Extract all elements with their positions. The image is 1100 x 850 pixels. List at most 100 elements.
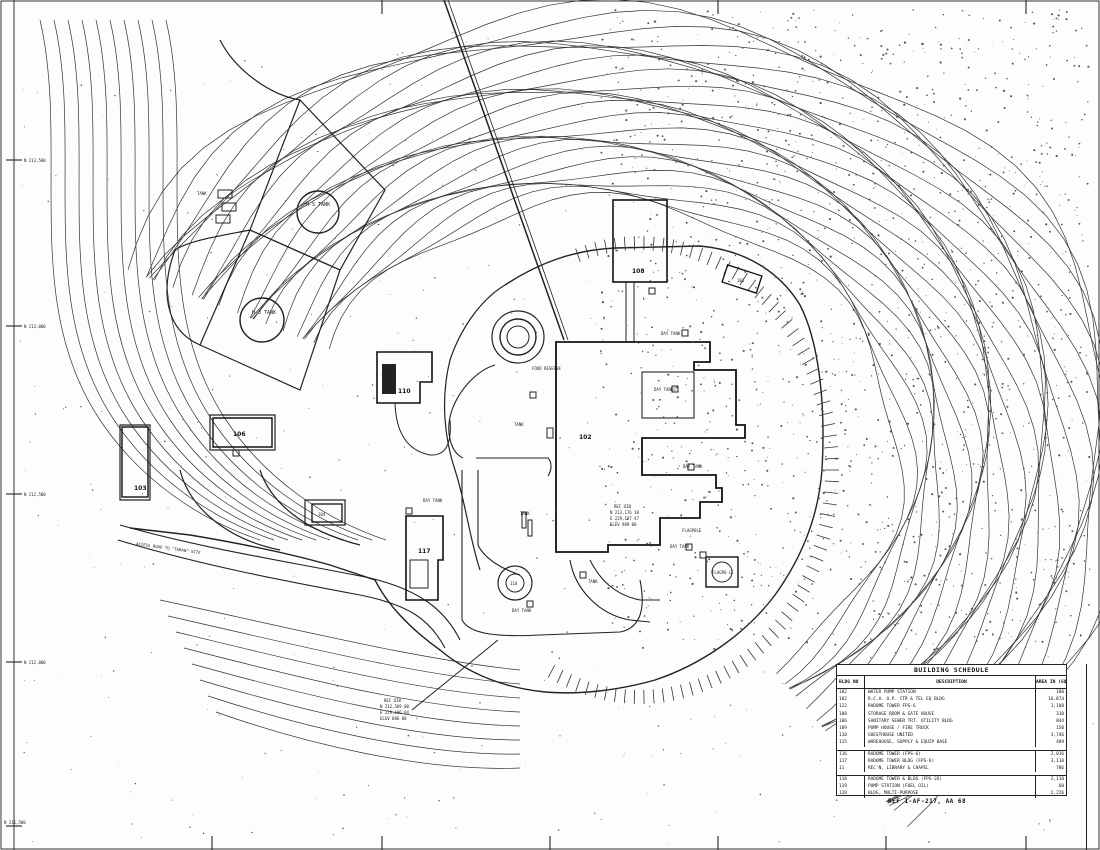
noise-dot (647, 458, 650, 461)
noise-dot (806, 157, 808, 160)
schedule-cell-bldg-no: 118 (837, 776, 865, 784)
noise-dot (392, 164, 394, 167)
noise-dot (740, 619, 743, 622)
noise-dot (694, 556, 697, 559)
noise-dot (886, 143, 889, 146)
noise-dot (104, 292, 106, 293)
noise-dot (1082, 240, 1084, 242)
noise-dot (914, 240, 917, 242)
noise-dot (995, 272, 998, 274)
noise-dot (1062, 436, 1065, 439)
noise-dot (1035, 48, 1037, 50)
noise-dot (912, 378, 914, 381)
noise-dot (751, 579, 754, 582)
noise-dot (830, 137, 832, 139)
tank-rect-2 (221, 202, 237, 212)
noise-dot (779, 294, 782, 297)
noise-dot (757, 460, 759, 462)
noise-dot (775, 567, 777, 569)
noise-dot (1081, 422, 1084, 424)
noise-dot (667, 373, 670, 376)
noise-dot (754, 381, 756, 383)
noise-dot (713, 379, 715, 381)
scan-noise (20, 9, 1094, 844)
noise-dot (795, 140, 797, 142)
noise-dot (1046, 153, 1049, 155)
noise-dot (196, 644, 198, 646)
contour-line (302, 170, 935, 690)
noise-dot (806, 540, 809, 543)
noise-dot (780, 573, 782, 574)
noise-dot (832, 190, 835, 193)
noise-dot (658, 58, 660, 61)
noise-dot (757, 404, 759, 406)
noise-dot (983, 335, 985, 337)
noise-dot (744, 270, 747, 273)
noise-dot (960, 570, 962, 572)
noise-dot (349, 540, 351, 542)
noise-dot (783, 401, 785, 403)
noise-dot (420, 85, 422, 86)
day-tank-label-1: DAY TANK (661, 331, 681, 336)
schedule-cell-bldg-no: 117 (837, 757, 865, 765)
noise-dot (611, 265, 614, 268)
hatch-mark (747, 279, 757, 292)
noise-dot (611, 484, 612, 486)
noise-dot (849, 157, 852, 160)
noise-dot (1004, 167, 1006, 169)
noise-dot (397, 332, 399, 334)
noise-dot (949, 193, 952, 196)
noise-dot (798, 17, 800, 19)
contour-line (250, 136, 990, 728)
noise-dot (1000, 235, 1003, 238)
noise-dot (662, 416, 665, 418)
noise-dot (853, 237, 855, 239)
noise-dot (777, 239, 780, 241)
noise-dot (600, 818, 602, 820)
noise-dot (840, 551, 842, 553)
noise-dot (806, 240, 810, 243)
noise-dot (1007, 357, 1010, 360)
noise-dot (646, 542, 649, 545)
noise-dot (1052, 398, 1054, 401)
noise-dot (552, 519, 554, 522)
noise-dot (614, 206, 616, 208)
noise-dot (625, 109, 628, 112)
hatch-mark (671, 239, 675, 254)
noise-dot (991, 326, 994, 328)
noise-dot (1002, 41, 1004, 43)
noise-dot (716, 526, 718, 529)
noise-dot (895, 115, 899, 118)
noise-dot (786, 114, 789, 117)
noise-dot (834, 374, 836, 376)
noise-dot (1065, 251, 1067, 253)
noise-dot (872, 569, 874, 571)
noise-dot (1022, 383, 1025, 385)
noise-dot (912, 152, 914, 153)
noise-dot (734, 95, 736, 97)
noise-dot (381, 69, 383, 71)
noise-dot (917, 377, 920, 380)
noise-dot (718, 139, 720, 141)
noise-dot (564, 588, 566, 590)
noise-dot (734, 254, 736, 256)
roads (117, 364, 660, 649)
hatch-mark (706, 674, 713, 689)
noise-dot (953, 513, 956, 515)
noise-dot (885, 263, 887, 265)
noise-dot (905, 561, 908, 564)
noise-dot (1009, 170, 1011, 172)
noise-dot (791, 404, 793, 406)
noise-dot (839, 281, 842, 284)
contour-line (207, 695, 521, 755)
schedule-cell-bldg-no: 102 (837, 696, 865, 704)
noise-dot (416, 718, 418, 720)
flagpole-building-label: FLAGPO LE (712, 570, 734, 575)
noise-dot (837, 209, 840, 212)
schedule-cell-description: RADOME TOWER BLDG (FPS-6) (865, 757, 1036, 765)
noise-dot (923, 263, 926, 265)
noise-dot (649, 217, 652, 221)
noise-dot (1037, 121, 1039, 123)
tank-rect-3 (215, 214, 231, 224)
